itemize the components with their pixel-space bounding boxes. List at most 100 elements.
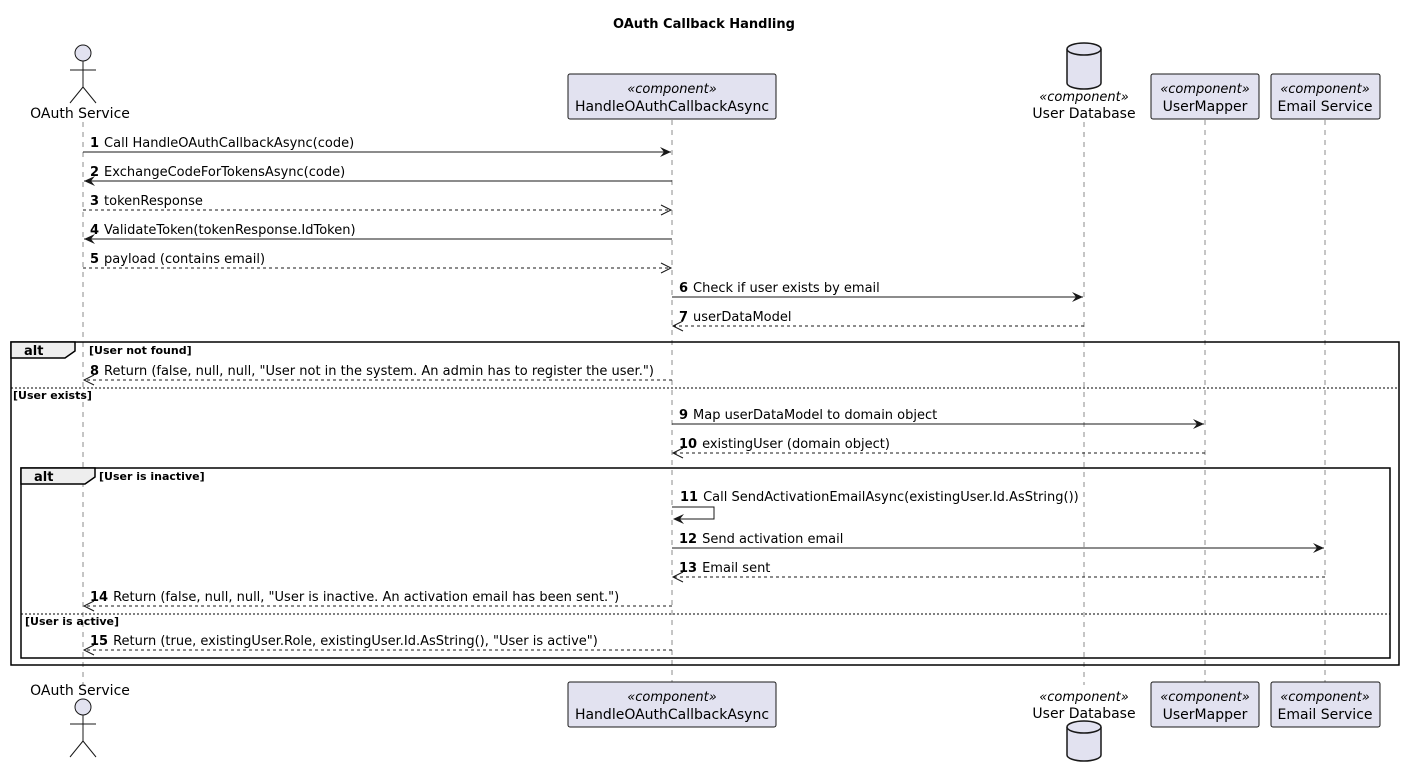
fragment-keyword: alt [34, 470, 53, 485]
arrowhead [1313, 543, 1324, 553]
message-number: 14 [90, 590, 108, 605]
message-number: 15 [90, 634, 108, 649]
message-label: 6 Check if user exists by email [679, 281, 880, 296]
message-4: 4 ValidateToken(tokenResponse.IdToken) [84, 223, 672, 244]
message-label: 12 Send activation email [679, 532, 843, 547]
participant-box [1150, 73, 1260, 120]
database-icon [1066, 720, 1102, 762]
participant-name: OAuth Service [30, 683, 130, 699]
arrowhead [660, 204, 673, 216]
arrowhead [82, 374, 95, 386]
arrowhead [82, 600, 95, 612]
message-text: Return (false, null, null, "User not in … [104, 364, 654, 379]
arrowhead [1072, 292, 1083, 302]
participant-name: HandleOAuthCallbackAsync [575, 99, 769, 115]
participant-name: UserMapper [1163, 99, 1248, 115]
fragment-guard: [User is active] [25, 615, 119, 628]
arrowhead [1193, 419, 1204, 429]
message-number: 2 [90, 165, 99, 180]
message-number: 12 [679, 532, 697, 547]
participant-stereotype: «component» [627, 690, 717, 705]
message-text: tokenResponse [104, 194, 203, 209]
message-text: Email sent [702, 561, 770, 576]
message-label: 7 userDataModel [679, 310, 791, 325]
message-number: 6 [679, 281, 688, 296]
message-label: 9 Map userDataModel to domain object [679, 408, 937, 423]
arrowhead [660, 262, 673, 274]
participant-name: Email Service [1277, 99, 1372, 115]
arrowhead [84, 234, 95, 244]
message-text: Return (true, existingUser.Role, existin… [113, 634, 598, 649]
message-text: ExchangeCodeForTokensAsync(code) [104, 165, 345, 180]
message-label: 15 Return (true, existingUser.Role, exist… [90, 634, 598, 649]
message-number: 10 [679, 437, 697, 452]
participant-stereotype: «component» [1160, 82, 1250, 97]
arrowhead [671, 571, 684, 583]
participant-box [567, 73, 777, 120]
arrowhead [660, 147, 671, 157]
arrowhead [84, 176, 95, 186]
message-number: 4 [90, 223, 99, 238]
message-12: 12 Send activation email [672, 532, 1324, 553]
lifelines [82, 120, 1326, 685]
participant-email-service-bottom: «component» Email Service [1270, 681, 1381, 728]
message-number: 3 [90, 194, 99, 209]
message-number: 9 [679, 408, 688, 423]
message-text: ValidateToken(tokenResponse.IdToken) [104, 223, 356, 238]
arrowhead [82, 644, 95, 656]
participant-handler-top: «component» HandleOAuthCallbackAsync [567, 73, 777, 120]
participant-email-service-top: «component» Email Service [1270, 73, 1381, 120]
participant-box [567, 681, 777, 728]
participant-box [1270, 73, 1381, 120]
participant-stereotype: «component» [627, 82, 717, 97]
message-number: 13 [679, 561, 697, 576]
fragment-frame [20, 467, 1391, 659]
participant-name: OAuth Service [30, 106, 130, 122]
message-label: 10 existingUser (domain object) [679, 437, 890, 452]
participant-name: UserMapper [1163, 707, 1248, 723]
arrowhead [671, 320, 684, 332]
participant-user-database-bottom: «component» User Database [1032, 690, 1136, 762]
participant-handler-bottom: «component» HandleOAuthCallbackAsync [567, 681, 777, 728]
message-label: 1 Call HandleOAuthCallbackAsync(code) [90, 136, 354, 151]
message-text: existingUser (domain object) [702, 437, 890, 452]
message-number: 7 [679, 310, 688, 325]
fragment-tab [10, 341, 76, 359]
arrowhead [671, 447, 684, 459]
message-14: 14 Return (false, null, null, "User is in… [82, 590, 672, 612]
participant-stereotype: «component» [1280, 690, 1370, 705]
fragment-frame [10, 341, 1400, 666]
message-label: 8 Return (false, null, null, "User not in… [90, 364, 654, 379]
message-3: 3 tokenResponse [83, 194, 673, 216]
message-text: Call HandleOAuthCallbackAsync(code) [104, 136, 354, 151]
message-8: 8 Return (false, null, null, "User not in… [82, 364, 672, 386]
alt-fragment-inner: alt [User is inactive] [User is active] [20, 467, 1391, 659]
message-7: 7 userDataModel [671, 310, 1084, 332]
fragment-guard: [User exists] [13, 389, 92, 402]
message-text: userDataModel [693, 310, 791, 325]
diagram-title: OAuth Callback Handling [613, 17, 795, 32]
participant-user-database-top: «component» User Database [1032, 42, 1136, 122]
participant-name: User Database [1032, 106, 1135, 122]
message-text: Return (false, null, null, "User is inac… [113, 590, 619, 605]
participant-stereotype: «component» [1039, 90, 1129, 105]
message-number: 5 [90, 252, 99, 267]
participant-name: Email Service [1277, 707, 1372, 723]
message-2: 2 ExchangeCodeForTokensAsync(code) [84, 165, 672, 186]
fragment-keyword: alt [24, 344, 43, 359]
participant-stereotype: «component» [1280, 82, 1370, 97]
message-13: 13 Email sent [671, 561, 1325, 583]
message-text: Send activation email [702, 532, 843, 547]
message-1: 1 Call HandleOAuthCallbackAsync(code) [83, 136, 671, 157]
message-15: 15 Return (true, existingUser.Role, exist… [82, 634, 672, 656]
message-number: 8 [90, 364, 99, 379]
participant-stereotype: «component» [1160, 690, 1250, 705]
message-text: Map userDataModel to domain object [693, 408, 937, 423]
actor-icon [69, 44, 97, 104]
message-number: 1 [90, 136, 99, 151]
message-number: 11 [680, 490, 698, 505]
message-text: Check if user exists by email [693, 281, 880, 296]
